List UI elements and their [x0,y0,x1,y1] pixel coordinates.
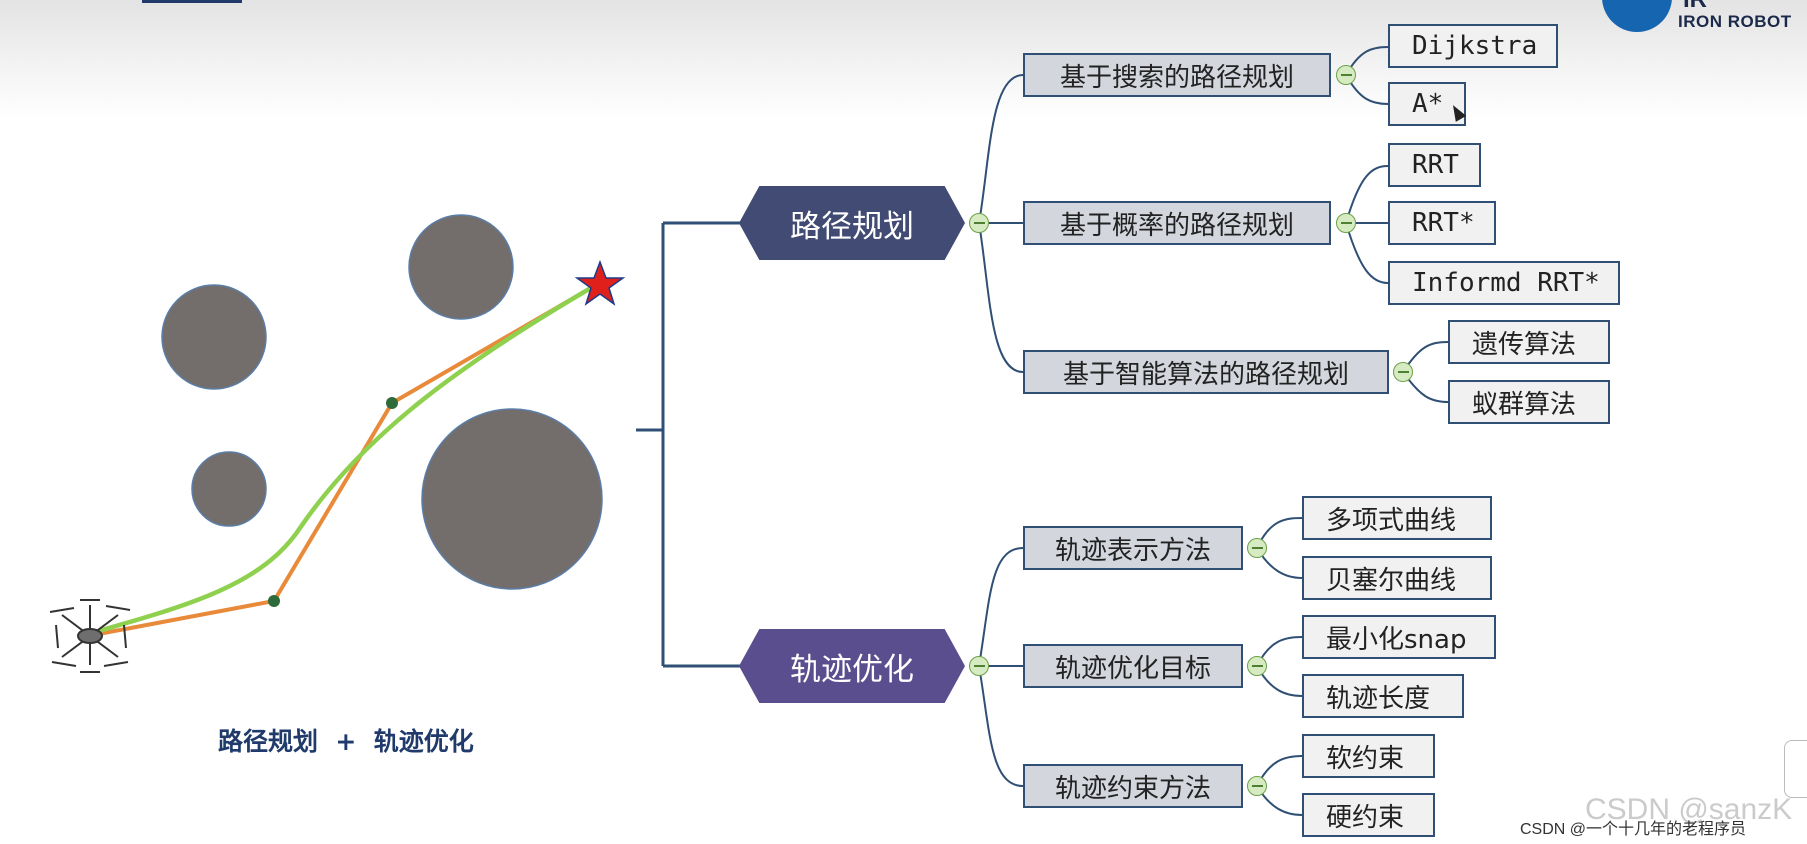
leaf-ant-colony-algorithm[interactable]: 蚁群算法 [1448,380,1610,424]
collapse-toggle[interactable] [1247,538,1267,558]
goal-star-icon [574,259,626,306]
node-sampling-based-planning[interactable]: 基于概率的路径规划 [1023,201,1331,245]
mindmap-connectors [636,221,745,668]
obstacle-tiny [191,451,267,527]
leaf-a-star[interactable]: A* [1388,82,1466,126]
leaf-informed-rrt-star[interactable]: Informd RRT* [1388,261,1620,305]
waypoint [268,595,280,607]
optimized-trajectory [87,283,598,637]
waypoint [386,397,398,409]
credit-text: CSDN @一个十几年的老程序员 [1520,821,1747,838]
node-constraint-methods[interactable]: 轨迹约束方法 [1023,764,1243,808]
root-node-path-planning[interactable]: 路径规划 [739,186,965,260]
title-underline [142,0,242,3]
leaf-minimum-snap[interactable]: 最小化snap [1302,615,1496,659]
obstacle-large [421,408,603,590]
node-trajectory-representation[interactable]: 轨迹表示方法 [1023,526,1243,570]
collapse-toggle[interactable] [1336,65,1356,85]
collapse-toggle[interactable] [1247,776,1267,796]
node-intelligent-algorithm-planning[interactable]: 基于智能算法的路径规划 [1023,350,1389,394]
root-node-trajectory-optimization[interactable]: 轨迹优化 [739,629,965,703]
leaf-trajectory-length[interactable]: 轨迹长度 [1302,674,1464,718]
side-tab[interactable] [1784,740,1807,798]
leaf-polynomial-curve[interactable]: 多项式曲线 [1302,496,1492,540]
obstacle-top [408,214,514,320]
leaf-rrt-star[interactable]: RRT* [1388,201,1496,245]
logo-partial-text: IR [1683,0,1707,14]
node-optimization-objective[interactable]: 轨迹优化目标 [1023,644,1243,688]
node-search-based-planning[interactable]: 基于搜索的路径规划 [1023,53,1331,97]
watermark: CSDN @sanzK [1585,793,1793,826]
leaf-dijkstra[interactable]: Dijkstra [1388,24,1558,68]
collapse-toggle[interactable] [969,213,989,233]
leaf-bezier-curve[interactable]: 贝塞尔曲线 [1302,556,1492,600]
obstacle-small-left [161,284,267,390]
drone-icon [49,599,131,673]
leaf-hard-constraint[interactable]: 硬约束 [1302,793,1435,837]
leaf-soft-constraint[interactable]: 软约束 [1302,734,1435,778]
leaf-genetic-algorithm[interactable]: 遗传算法 [1448,320,1610,364]
planned-path [87,283,598,638]
collapse-toggle[interactable] [1247,656,1267,676]
illustration-caption: 路径规划 + 轨迹优化 [218,727,474,756]
mindmap-branches [978,46,1449,816]
logo-text: IRON ROBOT [1678,12,1792,31]
collapse-toggle[interactable] [1336,213,1356,233]
leaf-rrt[interactable]: RRT [1388,143,1481,187]
collapse-toggle[interactable] [1393,362,1413,382]
collapse-toggle[interactable] [969,656,989,676]
